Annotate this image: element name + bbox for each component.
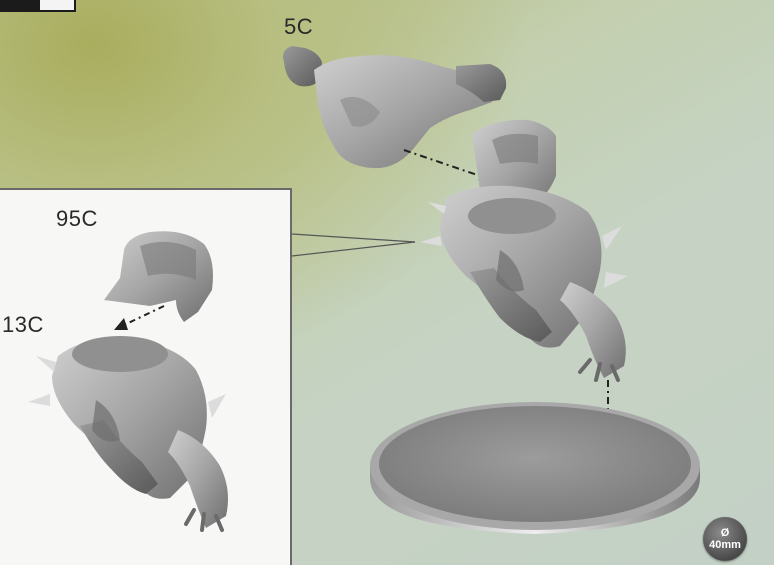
callout-lines — [292, 234, 415, 256]
inset-part-body-13c — [28, 336, 228, 530]
base-size-value: 40mm — [703, 539, 747, 551]
diameter-symbol: Ø — [703, 527, 747, 539]
part-torso-5c — [283, 46, 506, 168]
part-label-body: 13C — [2, 312, 44, 338]
inset-assembly-arrow — [114, 306, 164, 330]
main-body-model — [420, 120, 628, 380]
part-label-torso: 5C — [284, 14, 313, 40]
round-base — [370, 402, 700, 534]
base-size-badge: Ø 40mm — [703, 517, 747, 561]
part-label-head-plate: 95C — [56, 206, 98, 232]
